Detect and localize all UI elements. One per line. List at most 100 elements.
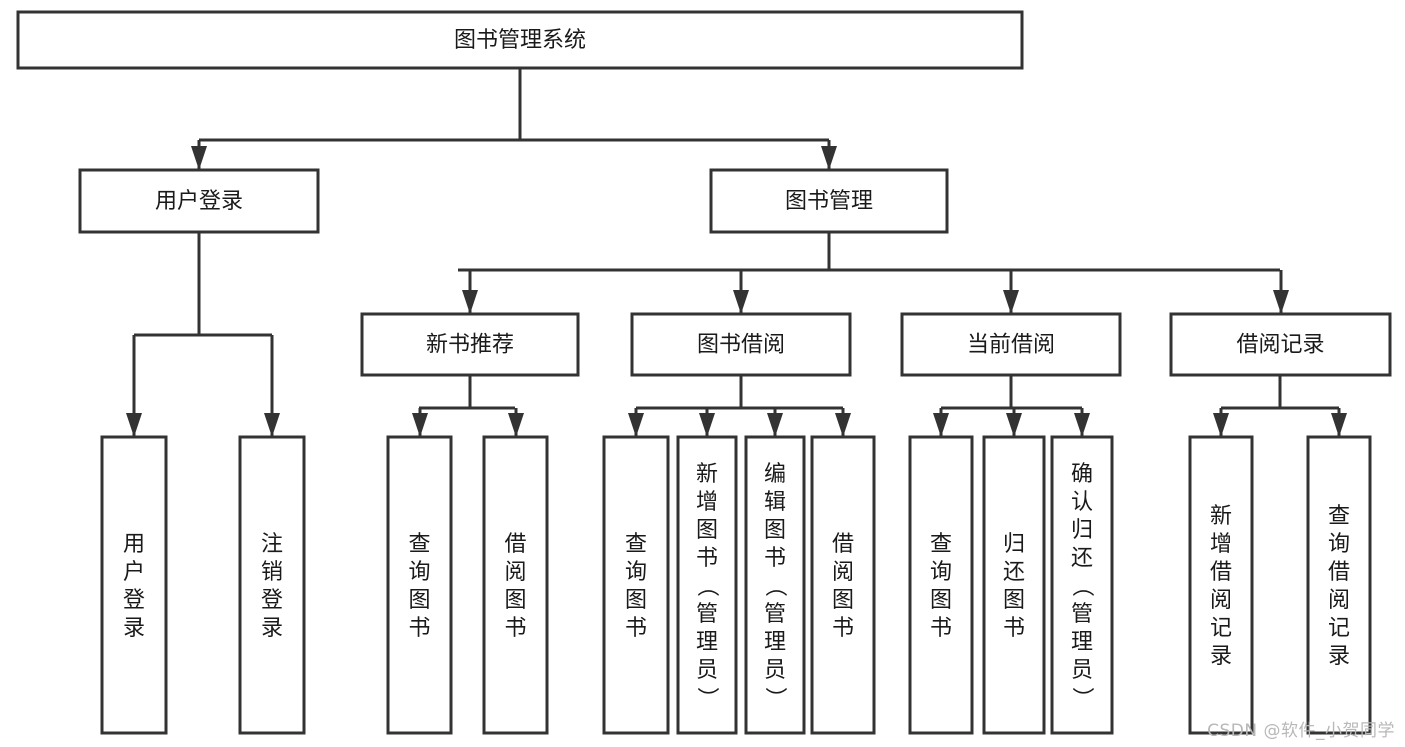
node-box-user-login[interactable] <box>78 168 320 234</box>
node-box-leaf-query-book-3[interactable] <box>908 435 974 735</box>
node-label-char: 图 <box>504 588 526 613</box>
node-label-char: 理 <box>696 630 718 655</box>
node-label-char: 借 <box>504 532 526 557</box>
node-box-leaf-logout[interactable] <box>238 435 306 735</box>
node-box-leaf-edit-book[interactable] <box>744 435 806 735</box>
node-label-char: 录 <box>1210 644 1232 669</box>
node-label-char: （ <box>762 575 787 597</box>
arrow-head-icon-leaf-edit-book <box>767 413 783 437</box>
node-label-char: 理 <box>1071 630 1093 655</box>
node-label-new-book-rec: 新书推荐 <box>426 333 514 358</box>
node-label-char: 员 <box>1071 658 1093 683</box>
node-label-char: 书 <box>930 616 952 641</box>
node-label-char: 登 <box>261 588 283 613</box>
arrow-head-icon-borrow-record <box>1273 290 1289 314</box>
arrow-head-icon-leaf-add-book <box>699 413 715 437</box>
node-label-char: 借 <box>832 532 854 557</box>
node-label-char: 记 <box>1328 616 1350 641</box>
node-box-borrow-record[interactable] <box>1169 312 1392 377</box>
node-label-char: 借 <box>1328 560 1350 585</box>
node-label-char: 录 <box>1328 644 1350 669</box>
node-label-char: 管 <box>764 602 786 627</box>
node-box-leaf-add-record[interactable] <box>1188 435 1254 735</box>
node-box-new-book-rec[interactable] <box>360 312 580 377</box>
node-label-char: 书 <box>764 546 786 571</box>
node-label-char: 书 <box>408 616 430 641</box>
node-root[interactable]: 图书管理系统 <box>16 10 1024 70</box>
arrow-head-icon-leaf-borrow-book-1 <box>508 413 524 437</box>
arrow-head-icon-current-borrow <box>1003 290 1019 314</box>
arrow-head-icon-leaf-add-record <box>1213 413 1229 437</box>
node-label-char: 图 <box>832 588 854 613</box>
node-label-char: 新 <box>1210 504 1232 529</box>
node-box-leaf-query-record[interactable] <box>1306 435 1372 735</box>
node-label-char: 查 <box>408 532 430 557</box>
node-label-book-manage: 图书管理 <box>785 189 873 214</box>
node-label-char: 员 <box>764 658 786 683</box>
node-label-char: 户 <box>123 560 145 585</box>
node-box-leaf-borrow-book-1[interactable] <box>482 435 549 735</box>
node-new-book-rec[interactable]: 新书推荐 <box>360 312 580 377</box>
arrow-head-icon-leaf-query-record <box>1331 413 1347 437</box>
arrow-head-icon-leaf-return-book <box>1006 413 1022 437</box>
node-user-login[interactable]: 用户登录 <box>78 168 320 234</box>
node-label-char: 阅 <box>1328 588 1350 613</box>
node-label-char: 图 <box>625 588 647 613</box>
node-label-char: 增 <box>696 490 718 515</box>
node-label-char: 还 <box>1071 546 1093 571</box>
node-box-leaf-add-book[interactable] <box>676 435 738 735</box>
node-label-char: 书 <box>696 546 718 571</box>
node-borrow-record[interactable]: 借阅记录 <box>1169 312 1392 377</box>
node-label-char: 归 <box>1071 518 1093 543</box>
node-box-leaf-confirm-return[interactable] <box>1050 435 1114 735</box>
node-label-char: 辑 <box>764 490 786 515</box>
node-label-char: 询 <box>1328 532 1350 557</box>
node-label-root: 图书管理系统 <box>454 28 586 53</box>
node-label-char: 管 <box>696 602 718 627</box>
node-box-current-borrow[interactable] <box>900 312 1122 377</box>
node-box-leaf-query-book-2[interactable] <box>602 435 670 735</box>
node-book-manage[interactable]: 图书管理 <box>709 168 949 234</box>
node-label-char: 询 <box>408 560 430 585</box>
arrow-head-icon-new-book-rec <box>462 290 478 314</box>
node-label-current-borrow: 当前借阅 <box>967 333 1055 358</box>
node-label-char: 编 <box>764 462 786 487</box>
node-label-borrow-record: 借阅记录 <box>1236 333 1324 358</box>
node-current-borrow[interactable]: 当前借阅 <box>900 312 1122 377</box>
node-label-char: 增 <box>1210 532 1232 557</box>
node-label-char: 理 <box>764 630 786 655</box>
node-label-char: 查 <box>1328 504 1350 529</box>
node-label-char: 阅 <box>1210 588 1232 613</box>
node-box-leaf-query-book-1[interactable] <box>386 435 453 735</box>
arrow-head-icon-book-manage <box>821 146 837 170</box>
node-box-leaf-user-login[interactable] <box>100 435 168 735</box>
node-label-char: 注 <box>261 532 283 557</box>
node-label-char: （ <box>1069 575 1094 597</box>
node-box-root[interactable] <box>16 10 1024 70</box>
node-label-char: 录 <box>261 616 283 641</box>
node-leaf-user-login[interactable]: 用户登录 <box>100 435 168 735</box>
node-label-char: 阅 <box>832 560 854 585</box>
node-box-leaf-return-book[interactable] <box>982 435 1046 735</box>
node-label-char: 图 <box>408 588 430 613</box>
node-box-book-borrow[interactable] <box>630 312 852 377</box>
node-book-borrow[interactable]: 图书借阅 <box>630 312 852 377</box>
node-box-leaf-borrow-book-2[interactable] <box>810 435 876 735</box>
arrow-head-icon-leaf-query-book-1 <box>412 413 428 437</box>
node-box-book-manage[interactable] <box>709 168 949 234</box>
arrow-head-icon-book-borrow <box>733 290 749 314</box>
node-label-char: 书 <box>625 616 647 641</box>
